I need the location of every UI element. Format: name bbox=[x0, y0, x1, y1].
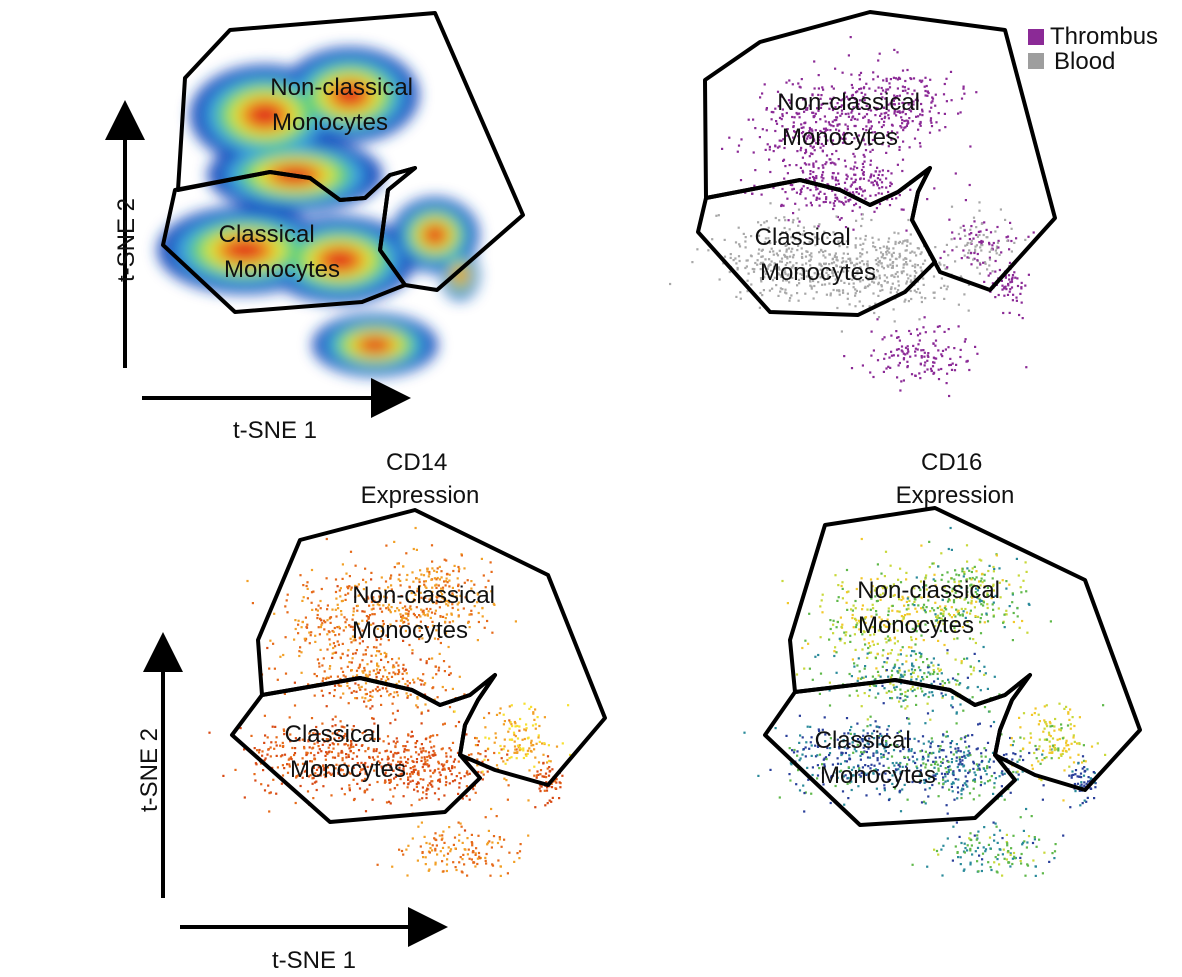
gate-label-classical: Classical Monocytes bbox=[815, 727, 936, 789]
x-axis-label: t-SNE 1 bbox=[272, 947, 356, 974]
legend-swatch-thrombus bbox=[1028, 29, 1044, 45]
panel-title-cd14: CD14 Expression bbox=[361, 449, 480, 509]
x-axis-label: t-SNE 1 bbox=[233, 417, 317, 444]
gate-classical bbox=[230, 673, 497, 824]
density-map bbox=[157, 47, 479, 377]
y-axis-label: t-SNE 2 bbox=[113, 198, 140, 282]
gate-label-non-classical: Non-classical Monocytes bbox=[777, 89, 926, 151]
cd14-scatter bbox=[208, 526, 572, 877]
gate-classical bbox=[161, 166, 417, 314]
gate-label-classical: Classical Monocytes bbox=[755, 224, 876, 286]
gate-classical bbox=[696, 166, 937, 317]
legend-swatch-blood bbox=[1028, 53, 1044, 69]
panel-cd14: CD14 Expression Non-classical Monocytes … bbox=[136, 449, 607, 974]
gate-label-non-classical: Non-classical Monocytes bbox=[270, 74, 419, 136]
gate-classical bbox=[763, 673, 1032, 827]
legend-label-thrombus: Thrombus bbox=[1050, 23, 1158, 50]
panel-origin: Non-classical Monocytes Classical Monocy… bbox=[669, 10, 1158, 398]
panel-cd16: CD16 Expression Non-classical Monocytes … bbox=[743, 449, 1142, 877]
legend: Thrombus Blood bbox=[1028, 23, 1158, 75]
gate-label-non-classical: Non-classical Monocytes bbox=[857, 577, 1006, 639]
legend-label-blood: Blood bbox=[1054, 48, 1115, 75]
cd16-scatter bbox=[743, 526, 1107, 877]
panel-title-cd16: CD16 Expression bbox=[896, 449, 1015, 509]
origin-scatter bbox=[669, 36, 1035, 398]
gate-label-classical: Classical Monocytes bbox=[285, 721, 406, 783]
y-axis-label: t-SNE 2 bbox=[136, 728, 163, 812]
panel-density: Non-classical Monocytes Classical Monocy… bbox=[105, 11, 525, 444]
gate-label-non-classical: Non-classical Monocytes bbox=[352, 582, 502, 644]
gate-label-classical: Classical Monocytes bbox=[219, 221, 340, 283]
